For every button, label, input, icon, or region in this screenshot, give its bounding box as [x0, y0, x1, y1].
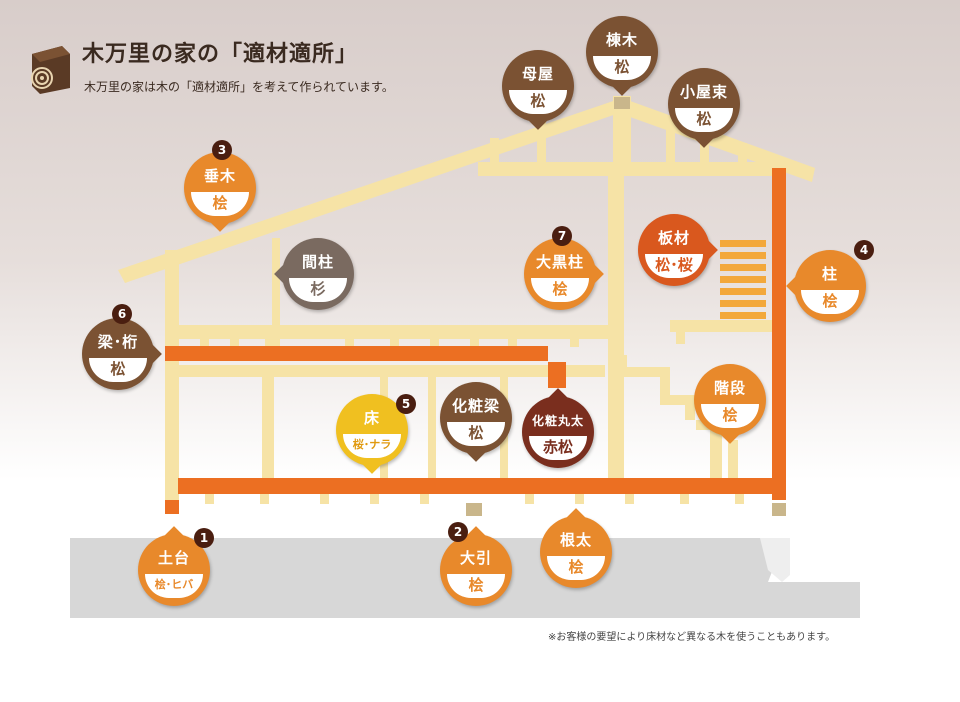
bubble-name: 床 [363, 409, 380, 427]
bubble-mabashira: 間柱 杉 [274, 238, 354, 310]
bubble-name: 垂木 [203, 167, 236, 185]
roof-frame [118, 98, 815, 283]
bubble-wood: 桜･ナラ [343, 434, 401, 458]
badge: 3 [212, 140, 232, 160]
bubble-keshoubari: 化粧梁 松 [440, 382, 512, 462]
bubble-wood: 松 [675, 108, 733, 132]
bubble-munagi: 棟木 松 [586, 16, 658, 96]
bubble-name: 小屋束 [679, 83, 728, 101]
bubble-taruki: 垂木 桧 [184, 152, 256, 232]
bubble-wood: 松･桜 [645, 254, 703, 278]
bubble-name: 土台 [157, 549, 190, 567]
bubble-name: 根太 [559, 531, 592, 549]
bubble-name: 柱 [821, 265, 838, 283]
bubble-daikoku: 大黒柱 桧 [524, 238, 604, 310]
bubble-wood: 松 [509, 90, 567, 114]
page-title: 木万里の家の「適材適所」 [82, 42, 359, 67]
bubble-name: 板材 [657, 229, 690, 247]
bubble-name: 化粧丸太 [531, 414, 584, 428]
bubble-obiki: 大引 桧 [440, 526, 512, 606]
badge: 7 [552, 226, 572, 246]
bubble-name: 大黒柱 [535, 253, 584, 271]
bubble-hari: 梁･桁 松 [82, 318, 162, 390]
bubble-kaidan: 階段 桧 [694, 364, 766, 444]
bubble-name: 間柱 [301, 253, 334, 271]
main-beams [165, 168, 786, 514]
bubble-name: 棟木 [605, 31, 638, 49]
bubble-itazai: 板材 松･桜 [638, 214, 718, 286]
bubble-wood: 松 [447, 422, 505, 446]
bubble-wood: 杉 [289, 278, 347, 302]
bubble-name: 梁･桁 [97, 333, 139, 351]
badge: 6 [112, 304, 132, 324]
footnote: ※お客様の要望により床材など異なる木を使うこともあります。 [548, 632, 836, 643]
bubble-wood: 松 [593, 56, 651, 80]
bubble-name: 母屋 [521, 65, 554, 83]
tan-blocks [466, 97, 786, 516]
bubble-neda: 根太 桧 [540, 508, 612, 588]
badge: 1 [194, 528, 214, 548]
light-beams [165, 162, 784, 504]
bubble-keshoumaruta: 化粧丸太 赤松 [522, 388, 594, 468]
bubble-wood: 桧 [701, 404, 759, 428]
bubble-wood: 桧 [531, 278, 589, 302]
bubble-name: 大引 [459, 549, 492, 567]
bubble-hashira: 柱 桧 [786, 250, 866, 322]
badge: 5 [396, 394, 416, 414]
staircase [617, 355, 695, 420]
bubble-wood: 桧･ヒバ [145, 574, 203, 598]
badge: 4 [854, 240, 874, 260]
badge: 2 [448, 522, 468, 542]
wood-logo-icon [31, 46, 70, 94]
bubble-wood: 赤松 [529, 436, 587, 460]
bubble-koyazuka: 小屋束 松 [668, 68, 740, 148]
bubble-wood: 桧 [191, 192, 249, 216]
bubble-wood: 桧 [547, 556, 605, 580]
page-subtitle: 木万里の家は木の「適材適所」を考えて作られています。 [84, 80, 394, 94]
bubble-moya: 母屋 松 [502, 50, 574, 130]
bubble-yuka: 床 桜･ナラ [336, 394, 408, 474]
bubble-name: 階段 [713, 379, 746, 397]
bubble-name: 化粧梁 [451, 397, 500, 415]
wall-boards [720, 240, 766, 319]
bubble-wood: 桧 [447, 574, 505, 598]
bubble-wood: 桧 [801, 290, 859, 314]
bubble-wood: 松 [89, 358, 147, 382]
